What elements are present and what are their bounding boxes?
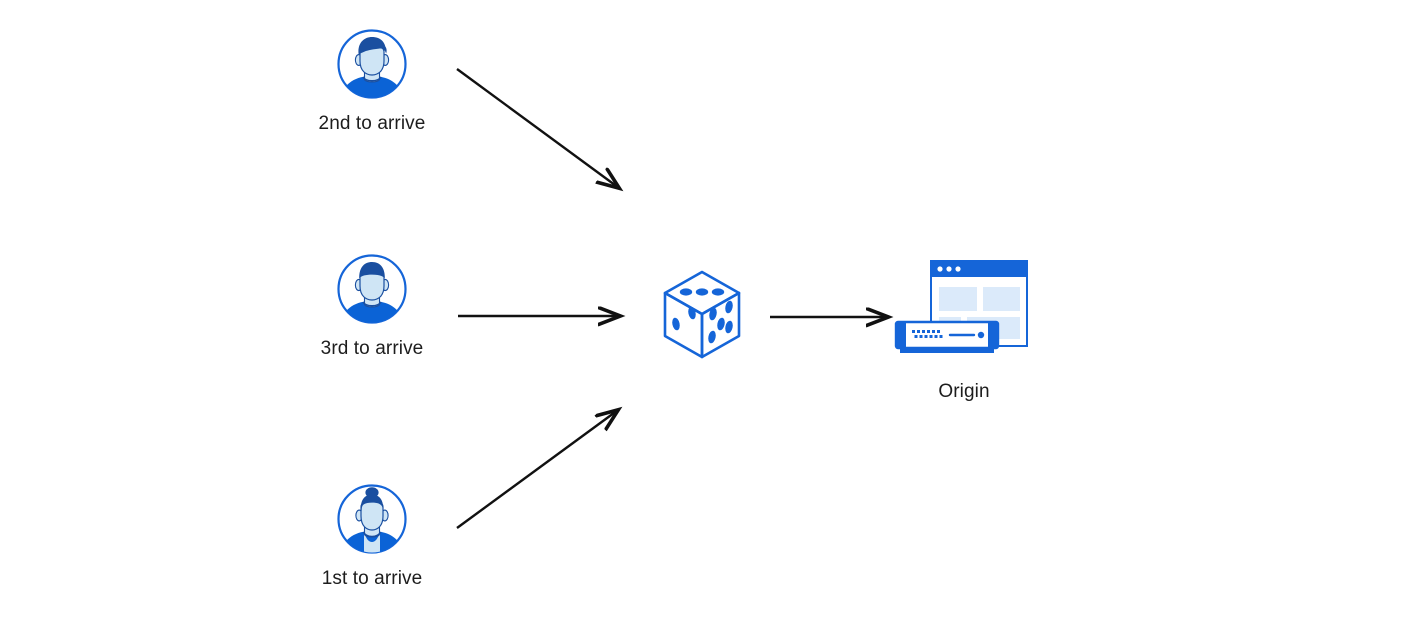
user-avatar-bun-hair-icon bbox=[335, 482, 409, 556]
arrow-1st-to-dice bbox=[456, 410, 618, 529]
arrow-2nd-to-dice bbox=[456, 68, 619, 188]
client-node-2nd[interactable]: 2nd to arrive bbox=[309, 27, 435, 135]
client-node-1st[interactable]: 1st to arrive bbox=[309, 482, 435, 590]
client-label-3rd: 3rd to arrive bbox=[320, 338, 424, 359]
user-avatar-short-hair-icon bbox=[335, 27, 409, 101]
client-label-1st: 1st to arrive bbox=[321, 568, 423, 589]
origin-server-icon bbox=[891, 256, 1037, 367]
client-label-2nd: 2nd to arrive bbox=[318, 113, 426, 134]
client-node-3rd[interactable]: 3rd to arrive bbox=[309, 252, 435, 360]
dice-icon bbox=[657, 266, 747, 369]
user-avatar-short-hair-icon bbox=[335, 252, 409, 326]
origin-label: Origin bbox=[938, 381, 990, 402]
origin-node[interactable]: Origin bbox=[891, 256, 1037, 403]
dice-node[interactable] bbox=[657, 266, 747, 369]
